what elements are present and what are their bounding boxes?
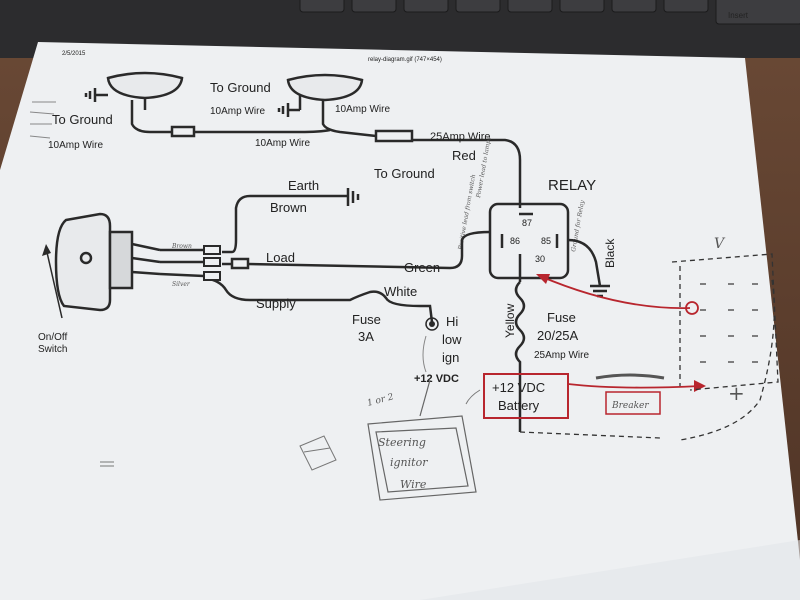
- header-date: 2/5/2015: [62, 51, 86, 57]
- label-battery-line1: +12 VDC: [492, 380, 545, 395]
- label-red: Red: [452, 148, 476, 163]
- paper-sheet: [0, 42, 800, 600]
- relay-title: RELAY: [548, 177, 596, 194]
- label-yellow: Yellow: [503, 303, 517, 338]
- ground-symbol-left: [84, 88, 108, 102]
- label-fuse-3a-line1: Fuse: [352, 312, 381, 327]
- handwritten-steering-line2: ignitor: [390, 456, 428, 469]
- relay-pins: [500, 212, 559, 268]
- handwritten-plus-mark: +: [728, 381, 745, 405]
- handwritten-breaker: Breaker: [611, 401, 649, 411]
- lamp-left: [106, 71, 184, 110]
- label-on-off-line2: Switch: [38, 344, 67, 355]
- lamp-mid: [286, 73, 364, 102]
- handwritten-v-mark: V: [714, 236, 726, 252]
- relay-pin-87: 87: [522, 218, 532, 228]
- battery-box: [483, 373, 569, 419]
- label-ten-amp-mid1: 10Amp Wire: [210, 106, 265, 117]
- wire-connectors: [203, 245, 221, 281]
- handwritten-hi: Hi: [446, 314, 458, 329]
- relay-pin-30: 30: [535, 254, 545, 264]
- ground-symbol-mid: [277, 95, 302, 117]
- label-supply: Supply: [256, 296, 296, 311]
- red-pen-arrows: [539, 275, 701, 389]
- doodles: [100, 389, 481, 471]
- label-fuse-20-line2: 20/25A: [537, 328, 579, 343]
- label-to-ground-mid: To Ground: [210, 80, 271, 95]
- header-file-title: relay-diagram.gif (747×454): [368, 57, 442, 63]
- label-green: Green: [404, 260, 440, 275]
- keyboard-keys: [299, 0, 800, 25]
- label-on-off-line1: On/Off: [38, 332, 67, 343]
- label-black: Black: [603, 238, 617, 268]
- earth-ground-symbol: [346, 188, 360, 206]
- switch-pointer-arrow: [45, 247, 63, 319]
- handwritten-ign: ign: [442, 350, 459, 365]
- label-earth: Earth: [288, 178, 319, 193]
- label-plus12-left: +12 VDC: [414, 373, 459, 385]
- relay-pin-85: 85: [541, 236, 551, 246]
- steering-sketch: [367, 379, 477, 501]
- handwritten-steering-line3: Wire: [400, 478, 427, 491]
- label-to-ground-left: To Ground: [52, 112, 113, 127]
- label-25amp-top: 25Amp Wire: [430, 131, 491, 143]
- left-margin-scribble: [29, 101, 56, 139]
- lamp-wiring: [130, 100, 522, 208]
- handwritten-steering-line1: Steering: [378, 436, 426, 449]
- label-ten-amp-right: 10Amp Wire: [335, 104, 390, 115]
- label-ten-amp-mid2: 10Amp Wire: [255, 138, 310, 149]
- label-brown: Brown: [270, 200, 307, 215]
- earth-load-supply-wires: [159, 194, 491, 323]
- battery-feed-wire: [514, 268, 526, 432]
- on-off-switch: [54, 212, 161, 312]
- label-to-ground-earth: To Ground: [374, 166, 435, 181]
- label-battery-line2: Battery: [498, 398, 540, 413]
- label-load: Load: [266, 250, 295, 265]
- battery-sketch: [519, 253, 779, 441]
- handwritten-low: low: [442, 332, 462, 347]
- label-white: White: [384, 284, 417, 299]
- label-ten-amp-left: 10Amp Wire: [48, 140, 103, 151]
- label-fuse-20-line1: Fuse: [547, 310, 576, 325]
- breaker-box: [605, 391, 661, 415]
- handwritten-silver: Silver: [172, 281, 191, 288]
- battery-sketch-marks: [700, 283, 758, 363]
- label-25amp-bottom: 25Amp Wire: [534, 350, 589, 361]
- label-fuse-3a-line2: 3A: [358, 329, 374, 344]
- relay-pin-86: 86: [510, 236, 520, 246]
- insert-key-label: Insert: [728, 11, 749, 20]
- handwritten-brown: Brown: [171, 243, 192, 250]
